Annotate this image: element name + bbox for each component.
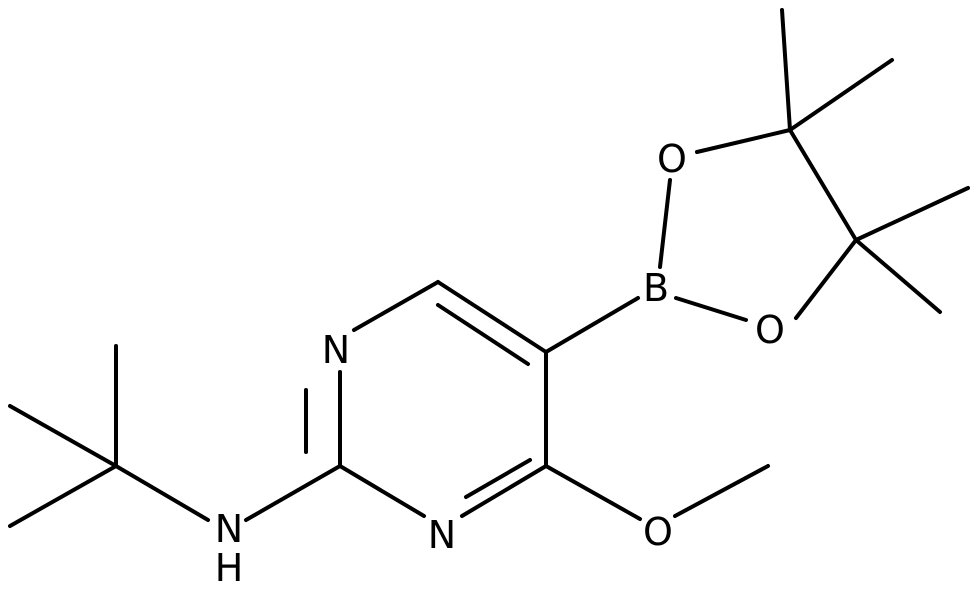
bond-c-lower-methyl-down: [854, 238, 942, 314]
bond-ring-c5-ch: [436, 280, 548, 354]
bond-cquat-methyl-left: [8, 404, 118, 468]
bond-ring-c5-ch-double: [436, 303, 530, 366]
bond-ring-c2-n-bottom: [338, 464, 426, 518]
bond-ring-n-bottom-c4: [460, 464, 548, 518]
bond-c-upper-methyl-right: [788, 58, 894, 132]
bond-cquat-methyl-down: [8, 464, 118, 528]
bond-o-lower-b: [674, 296, 748, 322]
bond-c-upper-methyl-up: [780, 8, 792, 132]
atom-o-upper: O: [657, 137, 687, 181]
bond-ring-n-bottom-c4-double: [464, 458, 532, 499]
atom-b-boron: B: [643, 266, 669, 310]
atom-h-amine: H: [215, 546, 244, 590]
bond-nh-cquat: [114, 464, 210, 522]
bond-c-o-lower: [794, 238, 858, 320]
bond-b-o-upper: [658, 178, 672, 269]
bond-o-methyl: [673, 464, 770, 518]
bond-c2-nh: [244, 464, 342, 522]
bond-c-lower-methyl-up: [854, 186, 970, 242]
atom-n-amine: N: [215, 507, 243, 551]
bond-c-c-ring: [788, 128, 858, 242]
atom-o-lower: O: [755, 308, 785, 352]
atom-o-methoxy: O: [643, 510, 673, 554]
atom-n-ring-bottom: N: [428, 513, 456, 557]
bond-ring-ch-n-top: [352, 280, 440, 332]
bond-c4-o: [544, 464, 642, 521]
bond-o-upper-c: [695, 128, 792, 154]
bond-c5-b: [544, 296, 640, 354]
atom-n-ring-top: N: [322, 328, 350, 372]
